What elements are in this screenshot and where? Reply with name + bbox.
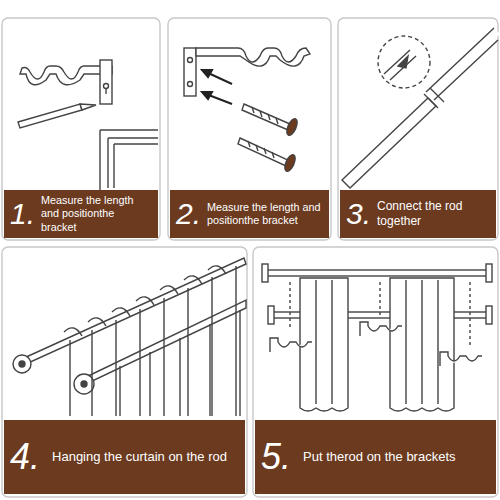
pencil-drawing <box>18 104 96 128</box>
bracket-drawing <box>270 338 312 352</box>
rod-drawing <box>13 355 31 373</box>
arrow <box>202 92 212 99</box>
step-number: 4. <box>10 439 40 475</box>
curtain-drawing <box>70 266 236 416</box>
pencil-drawing <box>80 104 96 110</box>
step-caption: Hanging the curtain on the rod <box>52 449 227 465</box>
rod-drawing <box>81 381 87 387</box>
step-caption: Put therod on the brackets <box>303 449 455 465</box>
bracket-drawing <box>188 82 193 87</box>
panel-frame <box>2 18 160 240</box>
rod-drawing <box>426 28 500 100</box>
rod-drawing <box>424 88 444 108</box>
caption-bar: 5. Put therod on the brackets <box>255 420 496 494</box>
step-caption: Measure the length and positionthe brack… <box>41 194 152 234</box>
rod-drawing <box>342 98 436 188</box>
curtain-drawing <box>300 278 454 411</box>
screw-drawing <box>285 117 300 137</box>
caption-bar: 3.Connect the rod together <box>340 190 496 238</box>
bracket-drawing <box>196 48 310 66</box>
caption-bar: 2.Measure the length and positionthe bra… <box>170 190 329 238</box>
rod-drawing <box>342 28 500 188</box>
screw-drawing <box>238 138 288 166</box>
bracket-drawing <box>184 48 196 96</box>
panel-frame <box>2 18 498 497</box>
step-caption: Connect the rod together <box>377 199 490 229</box>
curtain-drawing <box>120 310 240 416</box>
bracket-drawing <box>360 322 402 336</box>
screw-drawing <box>252 107 278 124</box>
rod-drawing <box>262 264 268 282</box>
step-number: 2. <box>176 199 201 229</box>
screw-drawing <box>238 104 299 173</box>
bracket-drawing <box>440 352 482 366</box>
curtain-drawing <box>406 280 438 404</box>
detail-circle <box>398 56 408 68</box>
bracket-drawing <box>270 322 482 366</box>
bracket-drawing <box>188 58 193 63</box>
screw-drawing <box>283 153 298 173</box>
detail-circle <box>378 36 430 88</box>
caption-bar: 1.Measure the length and positionthe bra… <box>4 190 158 238</box>
bracket-drawing <box>20 66 112 85</box>
rod-drawing <box>262 264 492 324</box>
rod-drawing <box>84 300 246 384</box>
curtain-drawing <box>64 266 226 336</box>
bracket-drawing <box>105 88 106 94</box>
bracket-drawing <box>100 60 112 104</box>
curtain-drawing <box>64 266 240 416</box>
rod-drawing <box>74 374 94 394</box>
caption-bar: 4. Hanging the curtain on the rod <box>4 420 245 494</box>
screw-drawing <box>248 141 274 158</box>
curtain-drawing <box>316 280 332 404</box>
detail-circle <box>378 36 430 88</box>
bracket-drawing <box>184 48 310 96</box>
screw-drawing <box>242 104 290 130</box>
detail-circle <box>384 50 416 80</box>
rod-drawing <box>268 306 274 324</box>
dashed-arrow <box>289 282 290 330</box>
rod-drawing <box>13 258 246 394</box>
pencil-drawing <box>18 104 82 128</box>
panel-frame <box>2 247 247 497</box>
rod-drawing <box>486 306 492 324</box>
rod-drawing <box>486 264 492 282</box>
step-number: 3. <box>346 199 371 229</box>
bracket-drawing <box>104 84 109 89</box>
rod-drawing <box>426 28 498 100</box>
panel-frame <box>253 247 498 497</box>
arrow <box>202 70 232 104</box>
arrow <box>202 70 212 77</box>
dashed-arrow <box>290 282 470 346</box>
dashed-arrow <box>469 282 470 346</box>
panel-frame <box>168 18 331 240</box>
dashed-arrow <box>379 282 380 316</box>
step-number: 5. <box>261 439 291 475</box>
curtain-drawing <box>300 278 348 411</box>
rod-drawing <box>19 361 25 367</box>
bracket-drawing <box>20 60 112 104</box>
curtain-drawing <box>390 278 454 411</box>
step-caption: Measure the length and positionthe brack… <box>207 201 323 228</box>
rod-drawing <box>266 270 488 276</box>
step-number: 1. <box>10 199 35 229</box>
